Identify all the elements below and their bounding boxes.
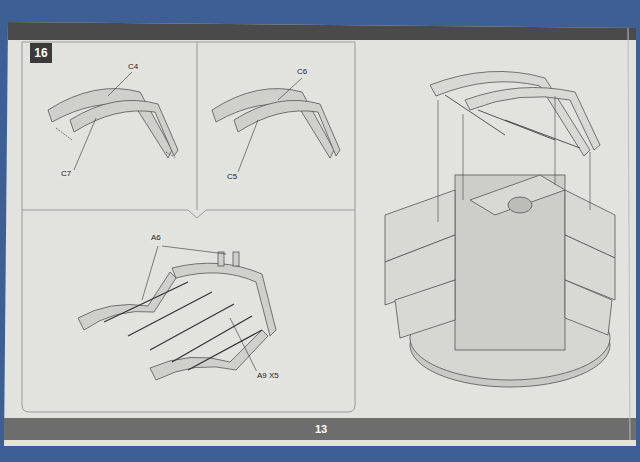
frame-part xyxy=(48,89,178,158)
frame-assembly xyxy=(78,252,276,380)
page-number-text: 13 xyxy=(315,423,327,435)
step-number: 16 xyxy=(30,43,52,63)
paper xyxy=(4,22,636,446)
panel-frame xyxy=(22,42,355,412)
part-label: C7 xyxy=(60,169,72,179)
assembly-illustration xyxy=(385,71,615,387)
part-label: A6 xyxy=(150,233,162,243)
part-label: C5 xyxy=(226,172,238,182)
part-label: A9 X5 xyxy=(256,371,280,381)
page-number: 13 xyxy=(310,420,332,437)
header-band xyxy=(8,22,636,40)
frame-part xyxy=(212,89,340,158)
footer-band xyxy=(4,418,636,440)
rod-parts xyxy=(104,282,262,370)
part-label: C6 xyxy=(296,67,308,77)
step-number-text: 16 xyxy=(34,46,47,60)
part-label: C4 xyxy=(127,62,139,72)
